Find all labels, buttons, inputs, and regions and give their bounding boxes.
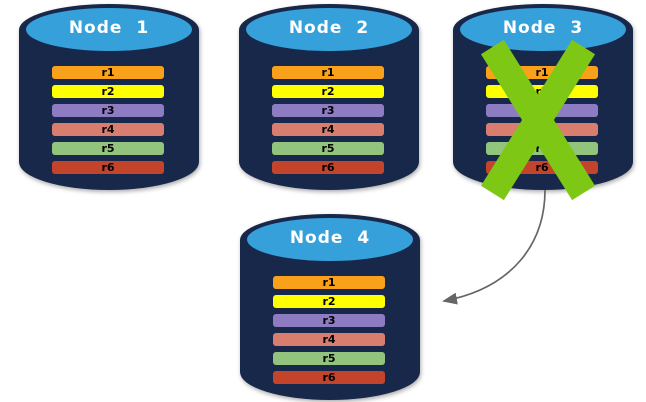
node-title: Node 2: [288, 18, 370, 38]
arrow-curve: [442, 189, 546, 305]
database-cylinder: [239, 4, 419, 190]
cylinder-top-ellipse: [26, 8, 192, 51]
row-r5: r5: [52, 142, 164, 155]
row-list: r1 r2 r3 r4 r5 r6: [52, 66, 164, 180]
row-r6: r6: [272, 161, 384, 174]
row-r3: r3: [52, 104, 164, 117]
row-r4: r4: [273, 333, 385, 346]
row-list: r1 r2 r3 r4 r5 r6: [273, 276, 385, 390]
row-r2: r2: [52, 85, 164, 98]
row-r5: r5: [272, 142, 384, 155]
row-r4: r4: [52, 123, 164, 136]
node-title: Node 1: [68, 18, 150, 38]
cylinder-top-ellipse: [247, 218, 413, 261]
row-r6: r6: [52, 161, 164, 174]
row-r3: r3: [272, 104, 384, 117]
node-4: Node 4 r1 r2 r3 r4 r5 r6: [240, 214, 420, 400]
row-list: r1 r2 r3 r4 r5 r6: [272, 66, 384, 180]
node-title: Node 4: [289, 228, 371, 248]
node-2: Node 2 r1 r2 r3 r4 r5 r6: [239, 4, 419, 190]
row-r1: r1: [272, 66, 384, 79]
cylinder-top-ellipse: [460, 8, 626, 51]
row-r2: r2: [273, 295, 385, 308]
row-r4: r4: [272, 123, 384, 136]
row-r3: r3: [273, 314, 385, 327]
row-r1: r1: [273, 276, 385, 289]
row-r5: r5: [273, 352, 385, 365]
node-1: Node 1 r1 r2 r3 r4 r5 r6: [19, 4, 199, 190]
row-r2: r2: [272, 85, 384, 98]
cylinder-top-ellipse: [246, 8, 412, 51]
failure-cross-icon: [480, 39, 596, 201]
database-cylinder: [240, 214, 420, 400]
node-title: Node 3: [502, 18, 584, 38]
node-3: Node 3 r1 r2 r3 r4 r5 r6: [453, 4, 633, 201]
row-r1: r1: [52, 66, 164, 79]
row-r6: r6: [273, 371, 385, 384]
